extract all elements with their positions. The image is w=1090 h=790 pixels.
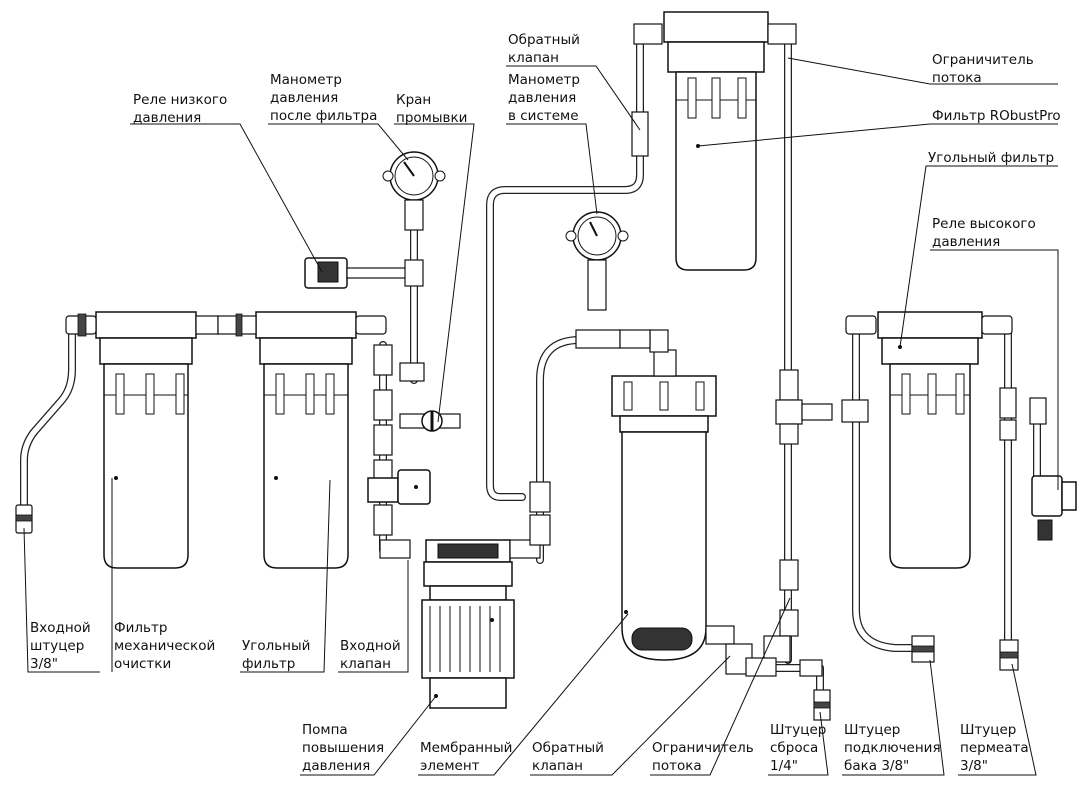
high-pressure-relay <box>999 387 1077 671</box>
gauge-after-filter <box>382 151 446 231</box>
gauge-system <box>565 211 651 349</box>
label-carbon-filter-right: Угольный фильтр <box>928 150 1054 166</box>
inlet-valve-assembly <box>367 344 461 536</box>
low-pressure-relay <box>304 257 424 289</box>
carbon-filter-right-housing <box>841 311 1013 663</box>
mech-filter-housing <box>15 311 219 569</box>
label-robust-filter: Фильтр RObustPro <box>932 108 1061 124</box>
membrane-inlet-fittings <box>529 481 551 546</box>
booster-pump <box>379 539 541 709</box>
membrane-element <box>611 329 735 661</box>
robust-filter-housing <box>631 11 797 271</box>
leader-lines <box>23 57 1059 776</box>
flow-restrictor-line <box>725 369 833 721</box>
carbon-filter-left-housing <box>217 311 387 569</box>
